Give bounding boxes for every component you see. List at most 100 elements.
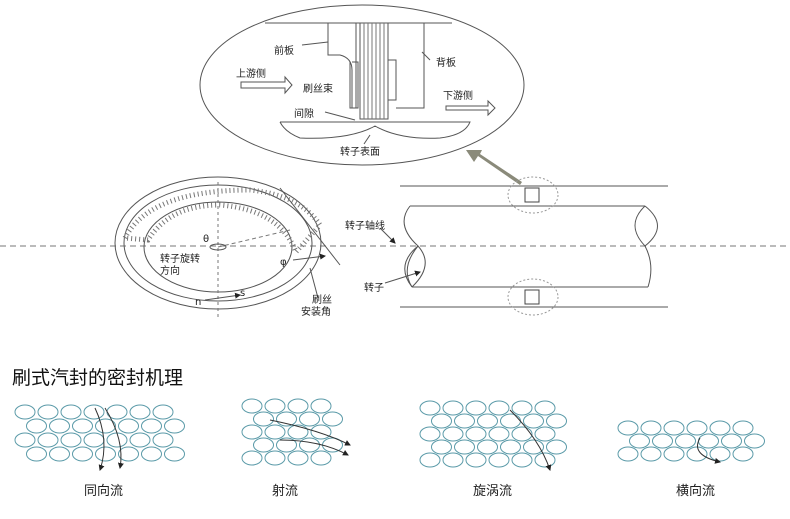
bristle-circle: [488, 426, 510, 442]
bristle-circle: [118, 446, 139, 462]
rotor-view: 转子轴线 转子: [345, 176, 668, 316]
label-rotation-2: 方向: [160, 264, 180, 277]
caption-cross-flow: 横向流: [676, 483, 715, 499]
bristle-circle: [241, 450, 263, 466]
flow-line: [94, 407, 105, 471]
bristle-circle: [511, 400, 533, 416]
bristle-circle: [663, 446, 685, 462]
bristle-circle: [310, 424, 332, 440]
bristle-circle: [511, 452, 533, 468]
bristle-circle: [287, 424, 309, 440]
bristle-circle: [152, 432, 174, 448]
front-plate: [327, 23, 357, 109]
bristle-circle: [322, 411, 343, 427]
bristle-circle: [141, 418, 162, 434]
bristle-circle: [118, 418, 139, 434]
bristle-circle: [442, 426, 464, 442]
bristle-circle: [500, 413, 521, 429]
bristle-circle: [698, 433, 719, 449]
bristle-circle: [419, 452, 441, 468]
label-rotor-axis: 转子轴线: [345, 219, 385, 232]
bristle-circle: [164, 446, 185, 462]
bristle-circle: [534, 452, 556, 468]
bristle-circle: [60, 432, 82, 448]
bristle-circle: [431, 439, 452, 455]
bristle-circle: [431, 413, 452, 429]
bristle-circle: [264, 398, 286, 414]
bristle-circle: [83, 432, 105, 448]
bristle-circle: [675, 433, 696, 449]
bristle-circle: [732, 446, 754, 462]
label-bristle-pack: 刷丝束: [303, 83, 333, 95]
label-s: s: [240, 288, 245, 299]
flow-line: [697, 437, 721, 464]
bristle-circle: [617, 420, 639, 436]
bristle-circle: [640, 446, 662, 462]
bristle-circle: [709, 446, 731, 462]
bristle-circle: [442, 452, 464, 468]
bristle-circle: [546, 439, 567, 455]
bristle-circle: [72, 418, 93, 434]
caption-vortex-flow: 旋涡流: [473, 484, 512, 499]
flow-line: [269, 419, 351, 446]
zoom-arrow-icon: [466, 150, 522, 185]
bristle-circle: [686, 446, 708, 462]
bristle-circle: [299, 437, 320, 453]
bristle-circle: [264, 424, 286, 440]
bristle-circle: [477, 413, 498, 429]
bristle-circle: [141, 446, 162, 462]
label-gap: 间隙: [294, 107, 314, 120]
label-rotor: 转子: [364, 281, 384, 294]
bristle-circle: [732, 420, 754, 436]
bristle-circle: [744, 433, 765, 449]
bristle-circle: [37, 404, 59, 420]
bristle-circle: [500, 439, 521, 455]
bristle-circle: [310, 398, 332, 414]
label-rotation-1: 转子旋转: [160, 252, 200, 265]
bristle-circle: [49, 418, 70, 434]
label-phi: φ: [280, 257, 287, 268]
bristle-circle: [26, 418, 47, 434]
bristle-circle: [477, 439, 498, 455]
bristle-circle: [652, 433, 673, 449]
bristle-circle: [511, 426, 533, 442]
bristle-circle: [465, 400, 487, 416]
bristle-circle: [686, 420, 708, 436]
flow-patterns: [14, 398, 765, 471]
bristle-circle: [709, 420, 731, 436]
label-n: n: [195, 297, 201, 308]
caption-jet-flow: 射流: [272, 483, 298, 499]
bristle-circle: [241, 398, 263, 414]
label-angle-2: 安装角: [301, 305, 331, 318]
label-upstream: 上游侧: [236, 67, 266, 80]
bristle-circle: [546, 413, 567, 429]
bristle-circle: [287, 398, 309, 414]
bristle-circle: [241, 424, 263, 440]
bristle-circle: [253, 437, 274, 453]
bristle-circle: [37, 432, 59, 448]
bristle-pack: [359, 22, 389, 120]
bristle-circle: [523, 439, 544, 455]
bristle-circle: [164, 418, 185, 434]
caption-co-flow: 同向流: [84, 483, 123, 499]
bristle-circle: [454, 439, 475, 455]
bristle-circle: [523, 413, 544, 429]
bristle-circle: [442, 400, 464, 416]
upstream-arrow-icon: [240, 75, 293, 95]
bristle-circle: [488, 452, 510, 468]
bristle-circle: [72, 446, 93, 462]
bristle-circle: [534, 426, 556, 442]
ring-view: θ 转子旋转 方向 s n φ 刷丝 安装角: [114, 176, 341, 320]
detail-view: 前板 背板 上游侧 刷丝束 下游侧 间隙 转子表面: [199, 4, 525, 166]
label-theta: θ: [203, 234, 209, 245]
label-angle-1: 刷丝: [312, 294, 332, 306]
bristle-circle: [26, 446, 47, 462]
bristle-circle: [419, 426, 441, 442]
label-back-plate: 背板: [436, 56, 456, 69]
bristle-circle: [95, 446, 116, 462]
bristle-circle: [264, 450, 286, 466]
flow-line: [279, 439, 349, 456]
bristle-circle: [60, 404, 82, 420]
bristle-circle: [287, 450, 309, 466]
bristle-circle: [419, 400, 441, 416]
